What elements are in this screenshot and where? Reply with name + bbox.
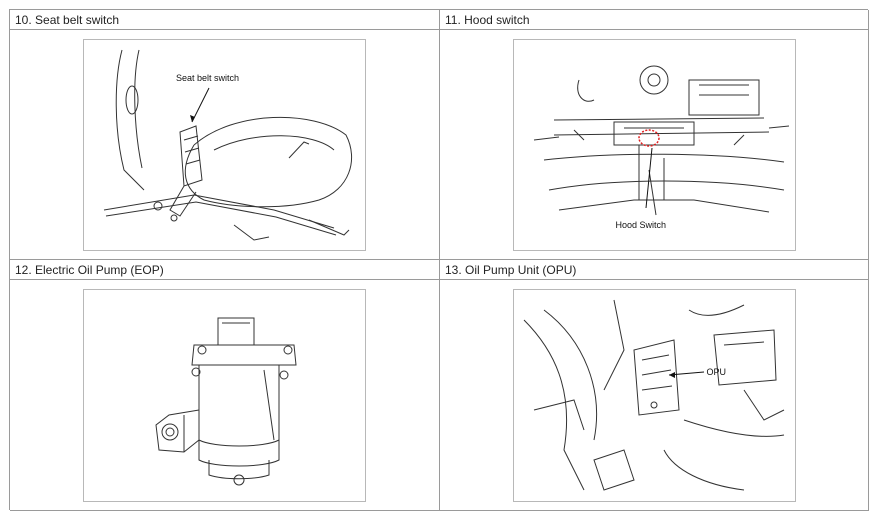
hood-switch-figure: Hood Switch [512, 38, 796, 251]
cell-header-oil-pump-unit: 13. Oil Pump Unit (OPU) [440, 260, 869, 280]
seat-belt-switch-diagram-icon [103, 49, 353, 241]
seat-belt-switch-figure: Seat belt switch [83, 38, 366, 251]
cell-figure-oil-pump-unit: OPU [440, 280, 869, 511]
opu-callout: OPU [706, 366, 727, 377]
electric-oil-pump-diagram-icon [155, 317, 297, 485]
cell-header-hood-switch: 11. Hood switch [440, 10, 869, 30]
seat-belt-switch-callout: Seat belt switch [176, 72, 240, 83]
electric-oil-pump-figure [83, 288, 366, 502]
cell-header-electric-oil-pump: 12. Electric Oil Pump (EOP) [10, 260, 440, 280]
oil-pump-unit-figure: OPU [512, 288, 796, 502]
cell-header-seat-belt-switch: 10. Seat belt switch [10, 10, 440, 30]
cell-figure-electric-oil-pump [10, 280, 440, 511]
component-table: 10. Seat belt switch 11. Hood switch [9, 9, 869, 511]
oil-pump-unit-diagram-icon [523, 299, 784, 491]
hood-switch-diagram-icon [533, 65, 789, 215]
cell-figure-hood-switch: Hood Switch [440, 30, 869, 260]
hood-switch-callout: Hood Switch [615, 219, 667, 230]
cell-figure-seat-belt-switch: Seat belt switch [10, 30, 440, 260]
